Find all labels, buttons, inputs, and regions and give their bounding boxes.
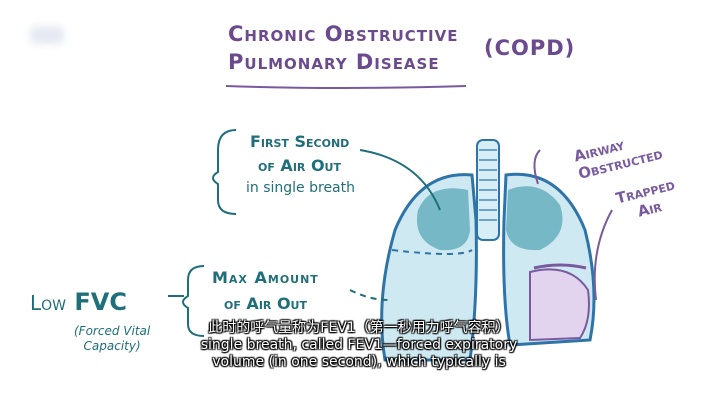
arrow-first-second (359, 149, 441, 211)
trachea-rings (479, 149, 497, 221)
subtitle-en-1: single breath, called FEV1—forced expira… (200, 337, 518, 353)
blurred-logo (30, 26, 64, 44)
left-lung-dashed-line (391, 249, 473, 255)
obstruction-mark (533, 263, 587, 270)
title-abbrev: (COPD) (484, 36, 576, 60)
subtitle-zh: 此时的呼气量称为FEV1（第一秒用力呼气容积） (208, 320, 510, 336)
arrow-trapped (593, 209, 613, 301)
title-line-2: Pulmonary Disease (228, 50, 440, 74)
label-fvc: FVC (74, 288, 127, 316)
label-first-second: First Second (250, 132, 350, 151)
arrow-max-amount (349, 289, 389, 301)
slide-title: Chronic Obstructive Pulmonary Disease (228, 20, 458, 76)
label-forced-vital: (Forced Vital (74, 324, 151, 338)
label-of-air-out: of Air Out (258, 156, 341, 175)
label-low: Low (30, 291, 67, 315)
label-capacity: Capacity) (83, 339, 141, 353)
label-forced-vital-capacity: (Forced Vital Capacity) (74, 324, 150, 354)
trapped-air-region (529, 268, 590, 342)
bracket-max-amount (182, 265, 205, 337)
label-single-breath: in single breath (246, 180, 355, 196)
bracket-first-second (212, 129, 237, 215)
subtitle-en-2: volume (in one second), which typically … (212, 354, 506, 370)
title-underline (225, 85, 467, 89)
label-low-fvc: Low FVC (30, 288, 127, 316)
arrow-airway (533, 149, 541, 185)
right-lung-airway-region (506, 186, 563, 251)
subtitles: 此时的呼气量称为FEV1（第一秒用力呼气容积） single breath, c… (0, 320, 718, 371)
label-max-amount: Max Amount (212, 268, 319, 287)
left-lung-first-second-region (416, 188, 470, 251)
title-line-1: Chronic Obstructive (228, 22, 459, 46)
label-of-air-out-2: of Air Out (224, 294, 307, 313)
